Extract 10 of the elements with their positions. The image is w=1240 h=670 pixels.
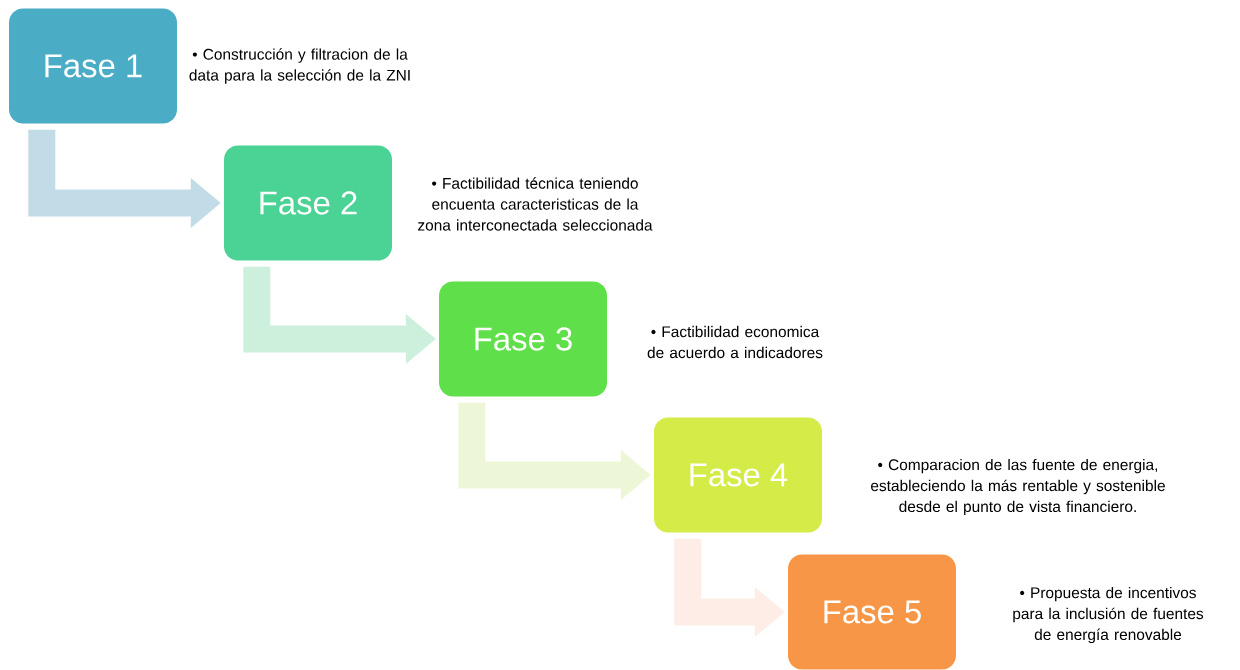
description-text: • Factibilidad técnica teniendo encuenta caracteristicas de la zona interconectada seleccionada — [418, 177, 653, 231]
phase-box: Fase 4 — [654, 417, 822, 533]
phase-box: Fase 3 — [439, 281, 607, 397]
description-text: • Propuesta de incentivos para la inclusión de fuentes de energía renovable — [1013, 586, 1204, 644]
phase-box: Fase 1 — [9, 8, 177, 124]
phase-box: Fase 5 — [788, 554, 956, 670]
description-text: • Factibilidad economica de acuerdo a indicadores — [647, 325, 823, 359]
phase-box: Fase 2 — [224, 145, 392, 261]
description-text: • Comparacion de las fuente de energia, estableciendo la más rentable y sostenible desde el punto de vista financiero. — [871, 458, 1165, 516]
description-text: • Construcción y filtracion de la data para la selección de la ZNI — [189, 48, 410, 84]
